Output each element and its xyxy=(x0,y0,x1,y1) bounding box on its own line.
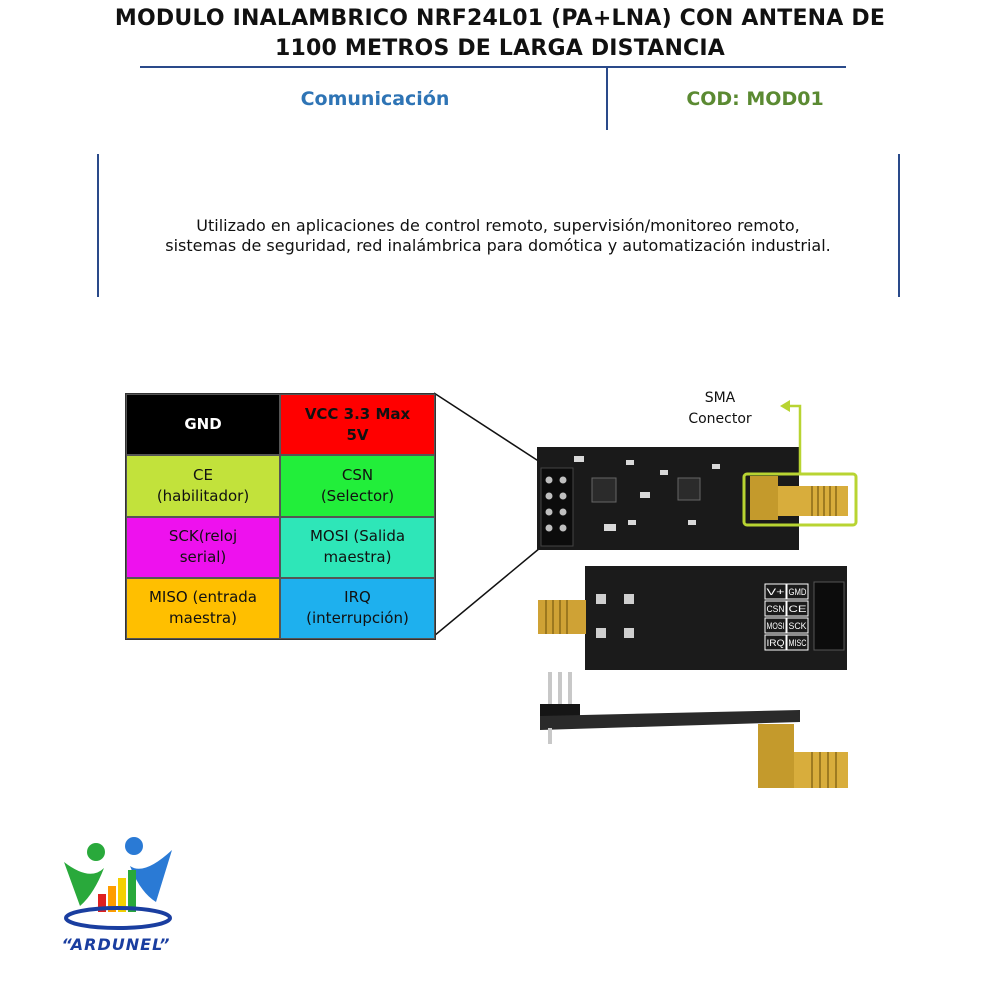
pin-cell-line-1: VCC 3.3 Max xyxy=(304,404,411,423)
side-pcb xyxy=(540,710,800,730)
sma-base xyxy=(750,476,778,520)
pin-cell-line-1: CSN xyxy=(341,465,374,484)
pin-cell: SCK(reloj serial) xyxy=(126,516,280,578)
silkscreen-pin-label: MOSI xyxy=(767,621,785,631)
description-line-2: sistemas de seguridad, red inalámbrica p… xyxy=(165,236,831,255)
chip-nrf24 xyxy=(591,477,617,503)
category-label: Comunicación xyxy=(300,88,450,110)
pin-table: GND VCC 3.3 Max 5V CE (habilitador) CSN (Selec… xyxy=(125,393,436,640)
pin-cell: MOSI (Salida maestra) xyxy=(280,516,435,578)
smd-components xyxy=(574,456,720,531)
pin-header-top xyxy=(540,467,574,547)
pin-cell: CE (habilitador) xyxy=(126,455,280,517)
header-vertical-divider xyxy=(606,68,608,130)
pin-header-bottom xyxy=(813,581,845,651)
description-text: Utilizado en aplicaciones de control rem… xyxy=(105,216,891,256)
module-top-view xyxy=(537,400,858,550)
sma-connector-label: SMA Conector xyxy=(660,388,780,430)
pin-cell-line-1: GND xyxy=(184,415,222,434)
chip-pa-lna xyxy=(677,477,701,501)
pin-cell: IRQ (interrupción) xyxy=(280,577,435,639)
side-sma-barrel xyxy=(794,752,848,788)
description-line-1: Utilizado en aplicaciones de control rem… xyxy=(196,216,800,235)
sma-label-line-1: SMA xyxy=(704,390,736,406)
title-divider xyxy=(140,66,846,68)
pin-cell: CSN (Selector) xyxy=(280,455,435,517)
leader-line-top xyxy=(433,392,541,463)
sma-barrel xyxy=(778,486,848,516)
silkscreen-pin-label: MISC xyxy=(789,638,807,648)
pin-cell-line-2: (interrupción) xyxy=(306,609,409,628)
silkscreen-pin-label: CSN xyxy=(767,604,785,614)
pin-cell-line-1: IRQ xyxy=(344,588,371,607)
pin-cell-line-2: 5V xyxy=(346,425,369,444)
pin-cell-line-2: (Selector) xyxy=(320,486,395,505)
title-line-1: MODULO INALAMBRICO NRF24L01 (PA+LNA) CON… xyxy=(114,6,886,31)
pin-cell-line-1: CE xyxy=(193,465,213,484)
product-code: COD: MOD01 xyxy=(686,88,824,110)
header-pins xyxy=(545,476,567,532)
description-right-border xyxy=(898,154,900,297)
pin-cell: VCC 3.3 Max 5V xyxy=(280,394,435,456)
title-line-2: 1100 METROS DE LARGA DISTANCIA xyxy=(274,36,726,61)
pin-cell-line-2: maestra) xyxy=(323,548,392,567)
pin-cell-line-2: maestra) xyxy=(169,609,237,628)
module-bottom-view: V+ GMD CSN CE MOSI SCK IRQ MISC xyxy=(538,566,847,670)
sma-threads xyxy=(811,486,837,516)
sma-pointer-line xyxy=(786,404,802,474)
pin-cell: GND xyxy=(126,394,280,456)
pin-cell-line-1: MOSI (Salida xyxy=(309,527,406,546)
page-title: MODULO INALAMBRICO NRF24L01 (PA+LNA) CON… xyxy=(60,4,940,64)
silkscreen-pin-label: SCK xyxy=(789,621,807,631)
silkscreen-pin-label: GMD xyxy=(789,587,807,597)
silkscreen-labels: V+ GMD CSN CE MOSI SCK IRQ MISC xyxy=(764,583,809,651)
sma-label-line-2: Conector xyxy=(688,411,752,427)
module-side-view xyxy=(540,672,848,788)
pin-cell: MISO (entrada maestra) xyxy=(126,577,280,639)
description-left-border xyxy=(97,154,99,297)
side-sma-body xyxy=(758,724,794,788)
leader-line-bottom xyxy=(433,547,541,637)
bottom-pads xyxy=(596,594,634,638)
sma-pointer-arrow xyxy=(780,400,790,412)
logo-wordmark: “ARDUNEL” xyxy=(61,935,171,954)
side-header xyxy=(540,704,580,716)
pin-cell-line-1: SCK(reloj xyxy=(168,527,238,546)
pin-cell-line-2: serial) xyxy=(179,548,227,567)
silkscreen-pin-label: CE xyxy=(789,604,807,614)
pin-cell-line-2: (habilitador) xyxy=(156,486,250,505)
silkscreen-pin-label: V+ xyxy=(767,587,785,597)
silkscreen-pin-label: IRQ xyxy=(767,638,785,648)
pin-cell-line-1: MISO (entrada xyxy=(148,588,257,607)
sma-bottom-barrel xyxy=(538,600,586,634)
ardunel-people-logo-icon xyxy=(64,837,172,930)
